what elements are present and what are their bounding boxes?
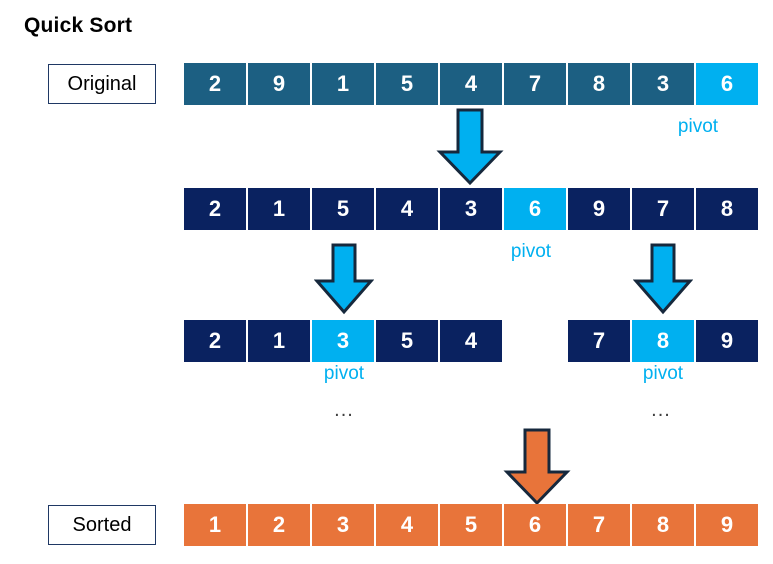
array-cell: 7 [568, 320, 630, 362]
sorted-label-box: Sorted [48, 505, 156, 545]
array-cell: 9 [248, 63, 310, 105]
array-cell: 3 [440, 188, 502, 230]
array-cell: 3 [312, 504, 374, 546]
array-cell: 8 [632, 504, 694, 546]
arrow-partition1-to-right [633, 243, 693, 315]
ellipsis-right: ... [651, 399, 671, 421]
array-cell: 8 [568, 63, 630, 105]
array-cell: 8 [632, 320, 694, 362]
array-cell: 3 [312, 320, 374, 362]
array-cell: 2 [184, 188, 246, 230]
pivot-label-left: pivot [323, 363, 365, 384]
array-cell: 8 [696, 188, 758, 230]
array-cell: 7 [504, 63, 566, 105]
arrow-to-sorted [503, 428, 571, 506]
arrow-original-to-partition1 [436, 108, 504, 186]
array-cell: 5 [312, 188, 374, 230]
array-cell: 9 [696, 504, 758, 546]
pivot-label-original: pivot [677, 116, 719, 137]
array-cell: 5 [376, 320, 438, 362]
array-cell: 4 [440, 320, 502, 362]
array-cell: 4 [376, 504, 438, 546]
array-cell: 1 [312, 63, 374, 105]
array-cell: 1 [248, 188, 310, 230]
page-title: Quick Sort [24, 14, 133, 37]
array-cell: 9 [568, 188, 630, 230]
pivot-label-partition1: pivot [510, 241, 552, 262]
array-cell: 3 [632, 63, 694, 105]
original-label-box: Original [48, 64, 156, 104]
array-cell: 2 [184, 320, 246, 362]
array-cell: 6 [504, 504, 566, 546]
ellipsis-left: ... [334, 399, 354, 421]
array-cell: 5 [376, 63, 438, 105]
array-cell: 5 [440, 504, 502, 546]
array-cell: 1 [184, 504, 246, 546]
arrow-partition1-to-left [314, 243, 374, 315]
array-cell: 1 [248, 320, 310, 362]
array-cell: 2 [248, 504, 310, 546]
array-cell: 6 [504, 188, 566, 230]
array-cell: 6 [696, 63, 758, 105]
array-cell: 7 [568, 504, 630, 546]
array-cell: 9 [696, 320, 758, 362]
array-cell: 2 [184, 63, 246, 105]
pivot-label-right: pivot [642, 363, 684, 384]
array-cell: 7 [632, 188, 694, 230]
array-cell: 4 [376, 188, 438, 230]
array-cell: 4 [440, 63, 502, 105]
